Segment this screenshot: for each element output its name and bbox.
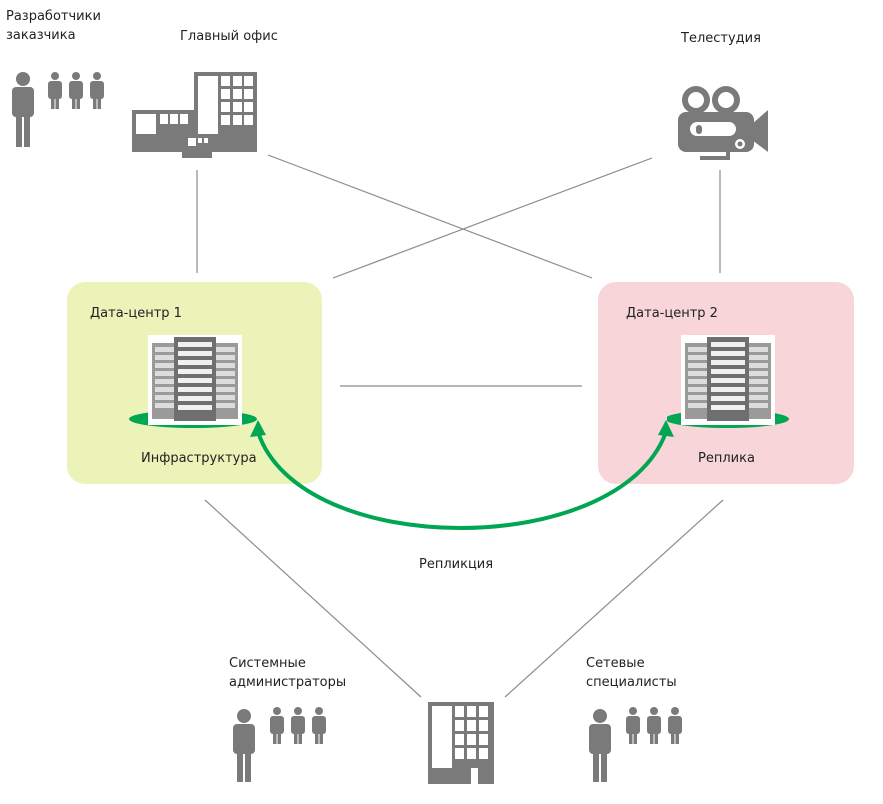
arrowhead-dc2 (658, 420, 674, 437)
main-office-building-icon (132, 72, 257, 158)
server-rack-icon (129, 335, 257, 428)
replication-arc (256, 431, 668, 530)
video-camera-icon (678, 86, 768, 160)
customer-devs-label: Разработчики заказчика (6, 9, 101, 43)
arrowhead-dc1 (250, 420, 266, 437)
customer-devs-people-icon (12, 72, 104, 147)
branch-office-building-icon (428, 702, 494, 784)
datacenter-2-caption: Реплика (698, 451, 755, 466)
datacenter-2-title: Дата-центр 2 (626, 306, 718, 321)
link-office-dc2 (267, 154, 593, 279)
sysadmins-label: Системные администраторы (229, 656, 347, 690)
sysadmins-people-icon (233, 707, 326, 782)
link-dc2-branch (504, 499, 724, 698)
link-dc1-branch (204, 499, 422, 698)
network-specialists-people-icon (589, 707, 682, 782)
replication-label: Репликция (419, 557, 494, 572)
main-office-label: Главный офис (180, 29, 278, 44)
network-specialists-label: Сетевые специалисты (586, 656, 677, 690)
link-studio-dc1 (332, 157, 653, 279)
datacenter-1-title: Дата-центр 1 (90, 306, 182, 321)
tv-studio-label: Телестудия (681, 31, 761, 46)
server-rack-icon (667, 335, 789, 428)
datacenter-1-caption: Инфраструктура (141, 451, 257, 466)
